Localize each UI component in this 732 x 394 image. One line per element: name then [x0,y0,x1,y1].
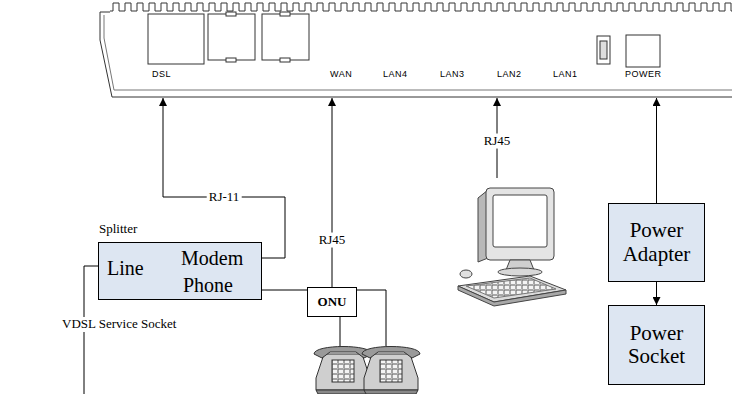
port-label: DSL [152,70,171,80]
node-text: Power Adapter [613,219,700,265]
splitter-box: SplitterModemLinePhone [98,242,262,300]
node-text: ONU [318,295,347,309]
connector-arrow [163,98,285,258]
telephone-icon [362,347,420,394]
port-label: LAN1 [553,70,578,80]
onu-box: ONU [307,287,357,317]
node-text: Power Socket [613,322,700,368]
port-label: LAN4 [383,70,408,80]
connector-arrow [332,98,333,287]
node-text: Line [107,257,144,279]
port-label: POWER [625,70,662,80]
node-text: Phone [183,274,233,296]
router-panel-labels: DSL WAN LAN4 LAN3 LAN2 LAN1 POWER [98,0,732,98]
power-adapter-box: Power Adapter [608,203,705,282]
port-label: LAN3 [440,70,465,80]
computer-icon [458,188,566,306]
node-text: Modem [181,247,243,269]
port-label: WAN [330,70,352,80]
port-label: LAN2 [497,70,522,80]
power-socket-box: Power Socket [608,305,705,385]
phone-wire [262,290,386,347]
cable-label: RJ45 [482,134,513,149]
socket-label: VDSL Service Socket [60,317,178,332]
router-panel [100,0,732,97]
connector-label: RJ45 [317,232,348,247]
connector-arrow [656,98,657,203]
connector-label: RJ-11 [207,190,242,205]
connector-arrow [656,282,657,305]
node-heading: Splitter [99,222,137,236]
